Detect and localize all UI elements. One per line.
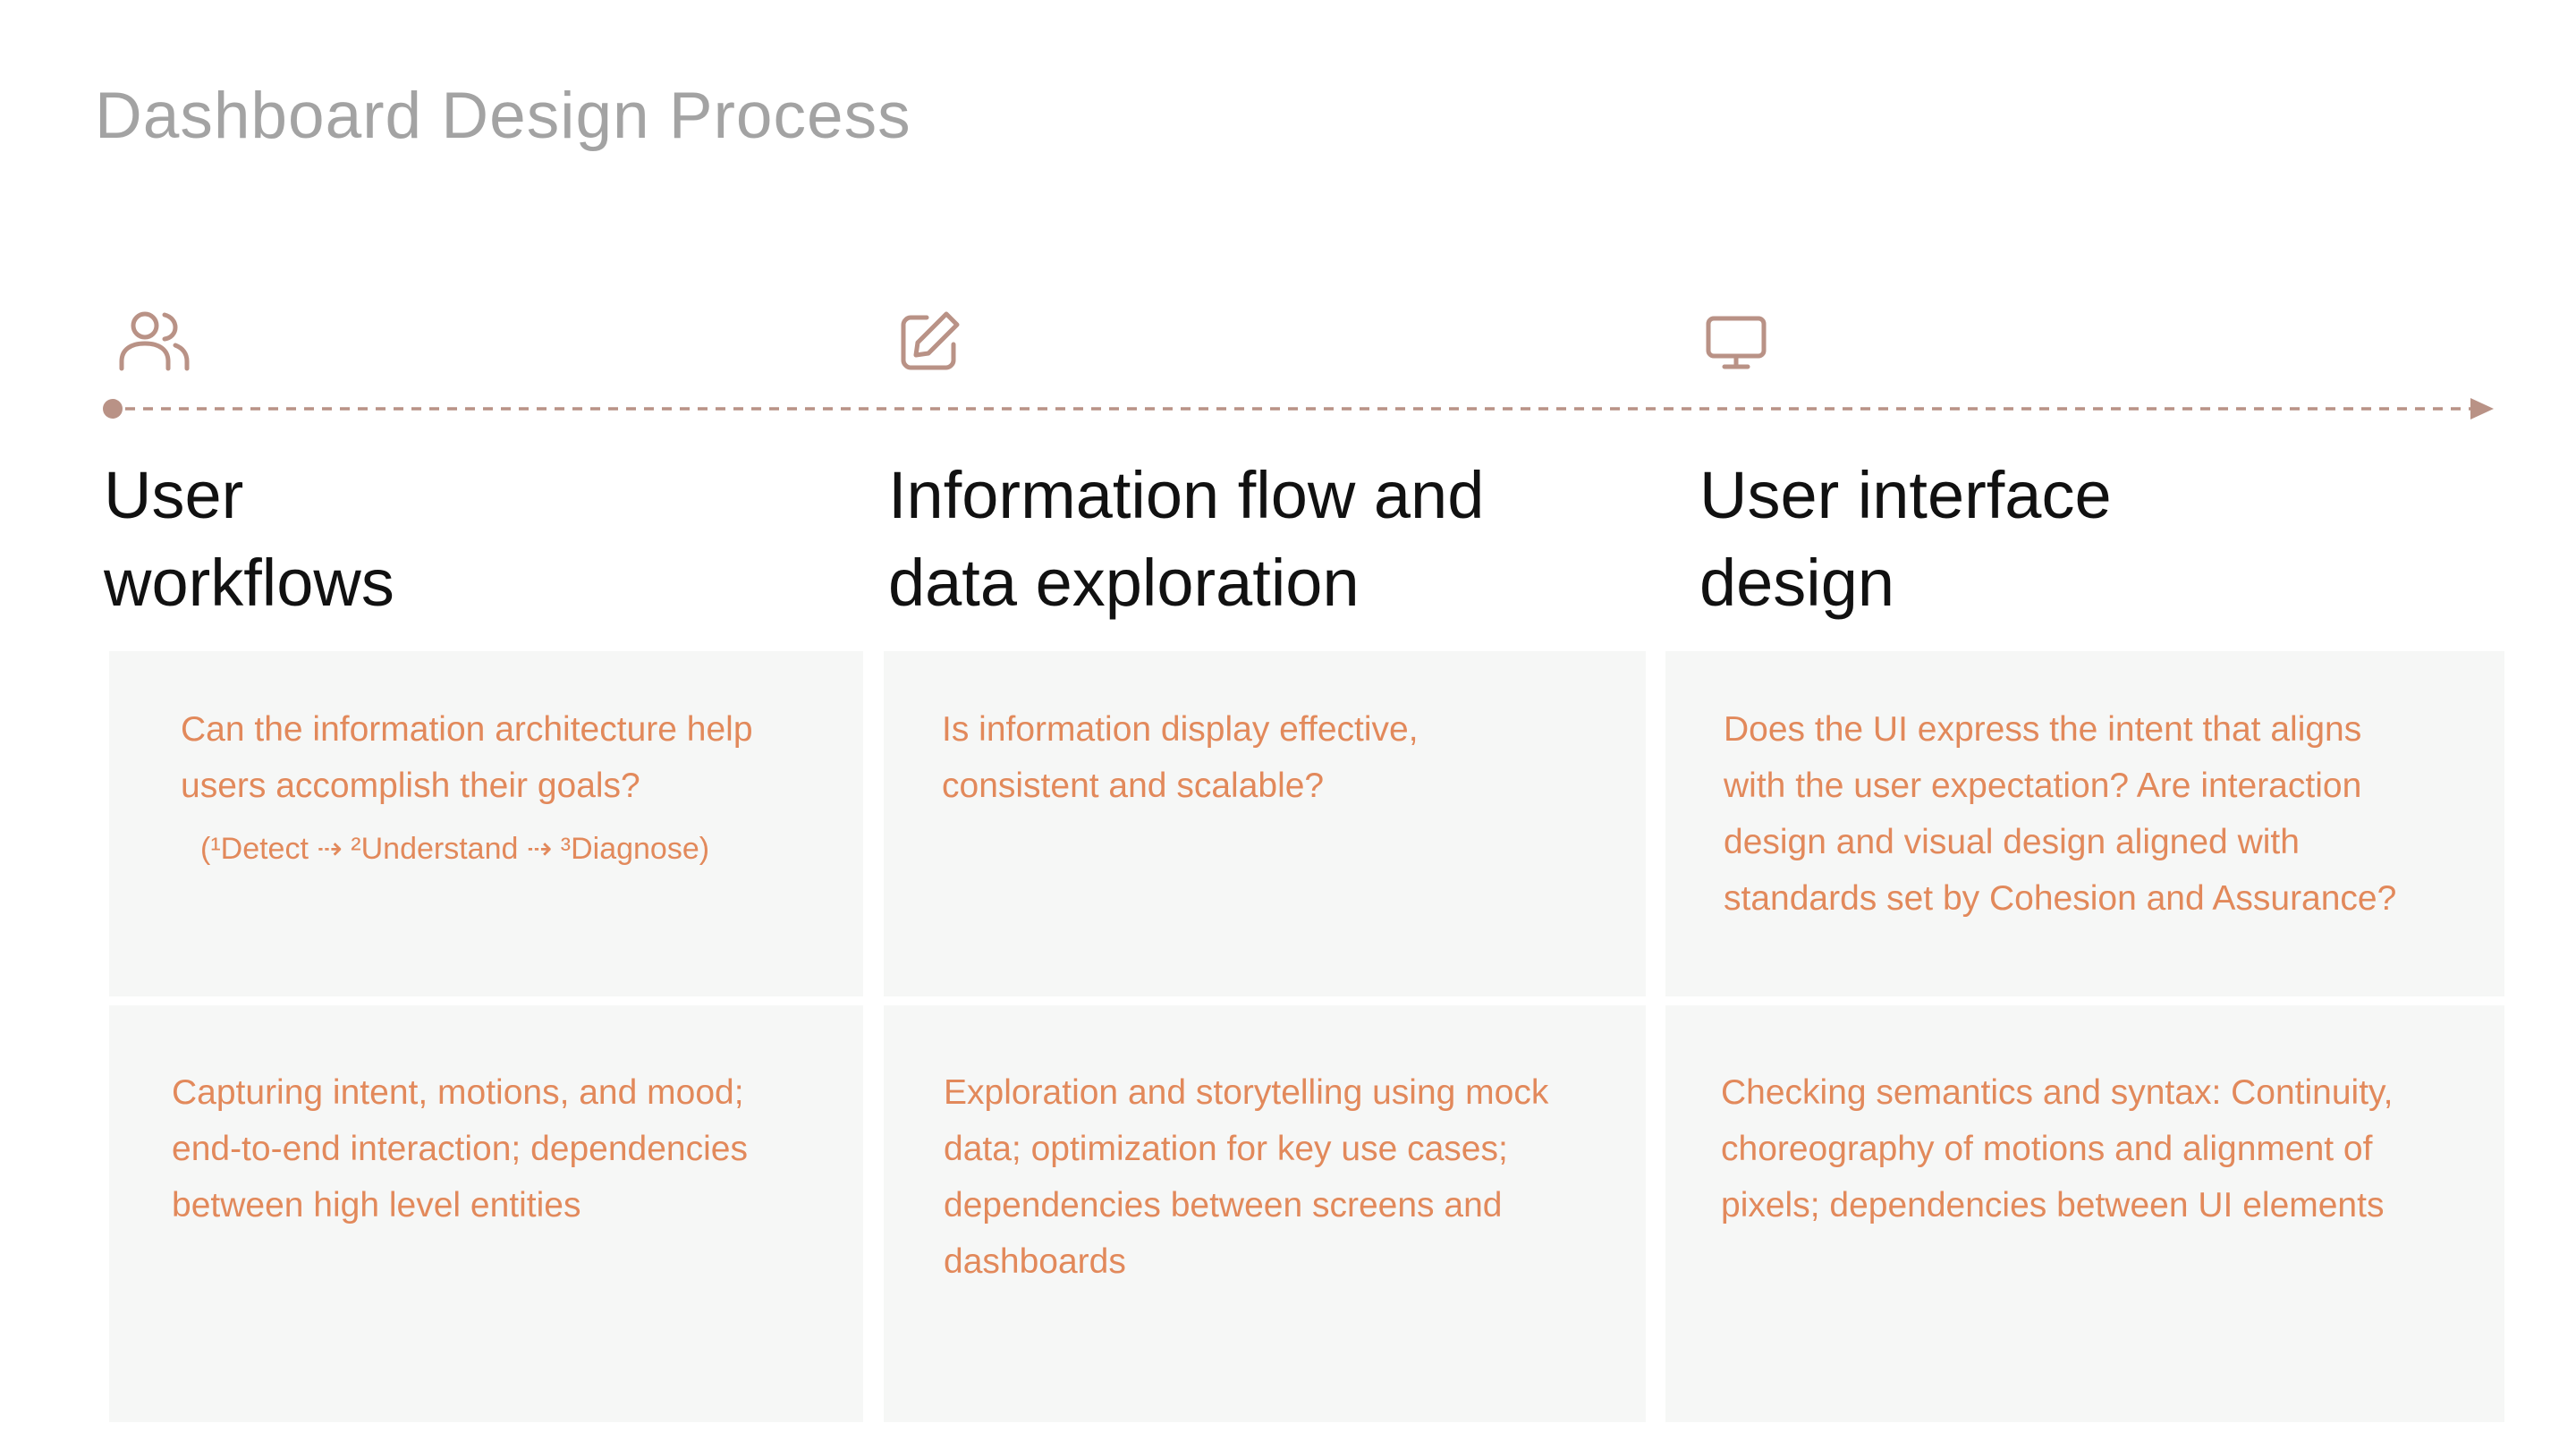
monitor-icon <box>1705 315 1767 370</box>
details-card-user-workflows <box>109 1005 863 1422</box>
question-card-user-interface-design <box>1665 651 2504 996</box>
details-text-information-flow: Exploration and storytelling using mock … <box>944 1073 1549 1281</box>
stage-title-information-flow: Information flow and data exploration <box>888 458 1485 620</box>
page-title: Dashboard Design Process <box>95 80 911 152</box>
timeline-start-dot <box>103 399 123 419</box>
question-text-user-interface-design: Does the UI express the intent that alig… <box>1724 710 2397 918</box>
stage-title-user-workflows: User workflows <box>104 458 394 620</box>
question-text-user-workflows: Can the information architecture help us… <box>181 710 753 805</box>
details-text-user-workflows: Capturing intent, motions, and mood; end… <box>172 1073 748 1224</box>
timeline-arrow <box>103 398 2494 419</box>
details-card-user-interface-design <box>1665 1005 2504 1422</box>
details-text-user-interface-design: Checking semantics and syntax: Continuit… <box>1721 1073 2394 1224</box>
details-card-information-flow <box>884 1005 1646 1422</box>
edit-icon <box>898 309 962 373</box>
flow-note-detect-understand-diagnose: (¹Detect ⇢ ²Understand ⇢ ³Diagnose) <box>200 832 710 866</box>
question-card-user-workflows <box>109 651 863 996</box>
question-text-information-flow: Is information display effective, consis… <box>942 710 1419 805</box>
stage-title-user-interface-design: User interface design <box>1699 458 2112 620</box>
question-card-information-flow <box>884 651 1646 996</box>
timeline-arrowhead <box>2470 398 2494 419</box>
users-icon <box>116 308 191 374</box>
